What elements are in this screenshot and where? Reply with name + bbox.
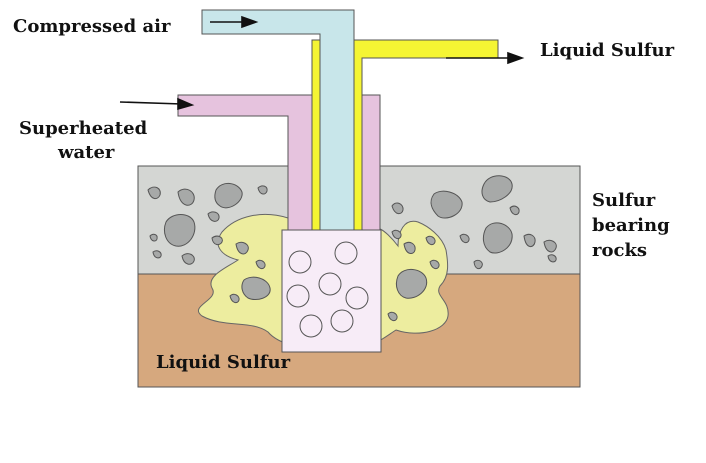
- rock: [473, 259, 483, 270]
- rock: [181, 253, 195, 265]
- rock: [429, 259, 440, 270]
- rock: [459, 233, 470, 244]
- rocks: [147, 175, 557, 270]
- rock: [425, 235, 436, 246]
- superheated-water-arrow: [119, 97, 195, 111]
- rocks-in-pool: [229, 235, 440, 322]
- rock: [543, 239, 557, 253]
- rock: [255, 259, 266, 270]
- liquid-sulfur-output-label: Liquid Sulfur: [540, 40, 675, 61]
- rock: [391, 229, 402, 240]
- rock: [403, 241, 416, 254]
- rock: [229, 293, 240, 304]
- air-bubble: [334, 241, 358, 265]
- air-bubble: [299, 314, 323, 338]
- sulfur-bearing-rocks-label-line2: bearing: [592, 215, 670, 236]
- rock: [257, 185, 268, 195]
- rock: [482, 222, 513, 254]
- sulfur-bearing-rocks-label-line3: rocks: [592, 240, 647, 261]
- rock: [177, 188, 195, 206]
- superheated-water-label-line1: Superheated: [19, 118, 148, 139]
- rock: [152, 250, 162, 259]
- rock: [547, 254, 557, 263]
- sulfur-bearing-rocks-label-line1: Sulfur: [592, 190, 656, 211]
- rock: [509, 205, 520, 216]
- rock: [147, 186, 161, 200]
- rock: [241, 276, 271, 301]
- rock: [481, 175, 513, 203]
- superheated-water-label-line2: water: [57, 142, 115, 163]
- rock: [395, 269, 428, 299]
- rock: [163, 214, 196, 247]
- rock: [430, 190, 463, 219]
- liquid-sulfur-out-arrow: [446, 51, 525, 65]
- liquid-sulfur-pool-label: Liquid Sulfur: [156, 352, 291, 373]
- flow-arrows: [119, 15, 525, 111]
- rock: [214, 183, 243, 209]
- air-bubble: [318, 272, 342, 296]
- rock: [235, 241, 249, 255]
- air-bubble: [288, 250, 312, 274]
- rock: [387, 311, 398, 322]
- compressed-air-arrow: [210, 15, 259, 29]
- rock: [523, 233, 536, 247]
- air-bubble: [330, 309, 354, 333]
- air-bubbles: [286, 241, 369, 338]
- rock: [149, 233, 158, 242]
- air-bubble: [345, 286, 369, 310]
- compressed-air-label: Compressed air: [13, 16, 171, 37]
- rock: [207, 211, 220, 222]
- rock: [211, 235, 223, 246]
- rock: [391, 202, 404, 215]
- air-bubble: [286, 284, 310, 308]
